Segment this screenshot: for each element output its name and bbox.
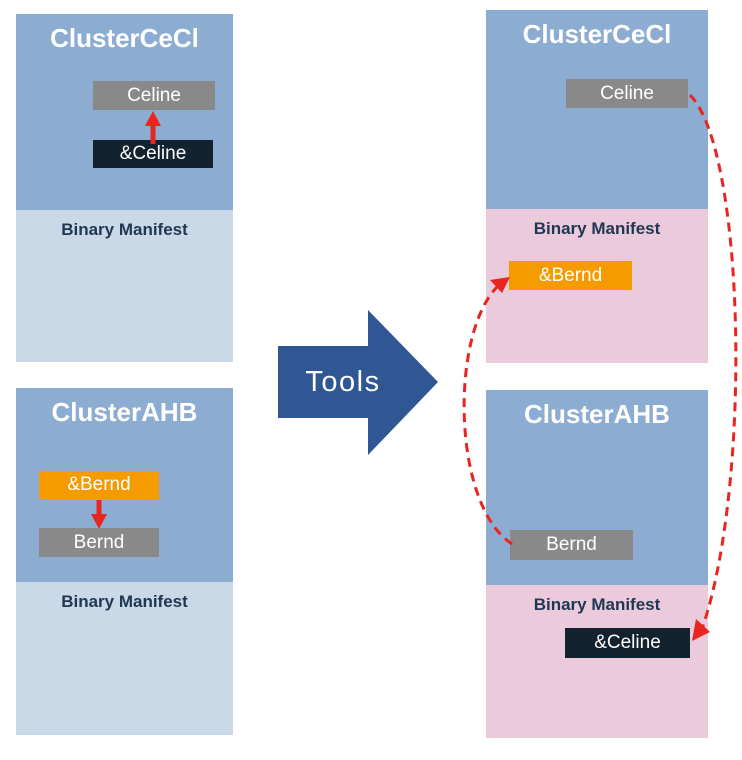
cluster-ahb-before: ClusterAHB Binary Manifest &Bernd Bernd — [16, 388, 233, 735]
cluster-title: ClusterCeCl — [50, 23, 199, 53]
cluster-cecl-before-header: ClusterCeCl — [16, 14, 233, 210]
binary-manifest-label: Binary Manifest — [533, 219, 661, 238]
amp-bernd-box: &Bernd — [39, 471, 159, 499]
cluster-title: ClusterCeCl — [522, 19, 672, 49]
binary-manifest-section: Binary Manifest — [486, 585, 708, 738]
celine-box: Celine — [566, 79, 688, 108]
cluster-cecl-after: ClusterCeCl Binary Manifest Celine &Bern… — [486, 10, 708, 363]
binary-manifest-label: Binary Manifest — [61, 220, 188, 239]
amp-bernd-box: &Bernd — [509, 261, 632, 290]
tools-arrow-label: Tools — [305, 365, 381, 398]
cluster-ahb-after: ClusterAHB Binary Manifest Bernd &Celine — [486, 390, 708, 738]
bernd-box: Bernd — [39, 528, 159, 557]
amp-celine-box: &Celine — [93, 140, 213, 168]
binary-manifest-label: Binary Manifest — [61, 592, 188, 611]
cluster-title: ClusterAHB — [51, 397, 198, 427]
binary-manifest-section: Binary Manifest — [16, 210, 233, 362]
cluster-title: ClusterAHB — [524, 399, 670, 429]
bernd-box: Bernd — [510, 530, 633, 560]
cluster-cecl-after-header: ClusterCeCl — [486, 10, 708, 209]
celine-box: Celine — [93, 81, 215, 110]
binary-manifest-section: Binary Manifest — [16, 582, 233, 735]
cluster-cecl-before: ClusterCeCl Binary Manifest Celine &Celi… — [16, 14, 233, 362]
amp-celine-box: &Celine — [565, 628, 690, 658]
binary-manifest-label: Binary Manifest — [533, 595, 661, 614]
